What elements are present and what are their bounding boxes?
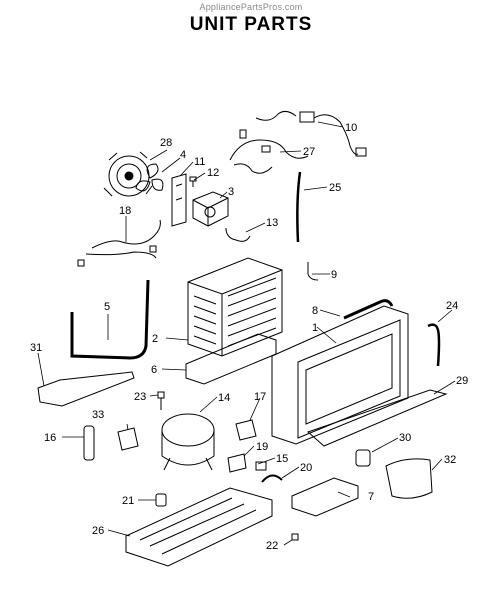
- part-1-evaporator-housing: [271, 305, 409, 445]
- callout-10: 10: [345, 122, 357, 134]
- callout-25: 25: [329, 182, 341, 194]
- callout-labels: 1 2 3 4 5 6 7 8 9 10 11 12 13 14 15 16 1…: [30, 122, 468, 552]
- callout-12: 12: [207, 167, 219, 179]
- part-9-thermistor: [307, 262, 319, 281]
- part-28-fan-shroud: [103, 151, 153, 197]
- part-16-filter-drier: [83, 425, 95, 461]
- callout-23: 23: [134, 391, 146, 403]
- callout-17: 17: [254, 391, 266, 403]
- part-7-tray: [291, 477, 359, 517]
- part-25-tube: [296, 171, 302, 243]
- callout-32: 32: [444, 454, 456, 466]
- callout-16: 16: [44, 432, 56, 444]
- callout-24: 24: [446, 300, 458, 312]
- callout-26: 26: [92, 525, 104, 537]
- part-12-screw: [189, 176, 197, 187]
- callout-7: 7: [368, 491, 374, 503]
- callout-9: 9: [331, 269, 337, 281]
- callout-30: 30: [399, 432, 411, 444]
- callout-2: 2: [152, 333, 158, 345]
- part-31-drain-trough: [37, 371, 135, 407]
- callout-27: 27: [303, 146, 315, 158]
- part-32-drain-pan: [385, 458, 433, 499]
- callout-28: 28: [160, 137, 172, 149]
- part-20-hose: [261, 474, 283, 483]
- callout-13: 13: [266, 217, 278, 229]
- callout-1: 1: [312, 322, 318, 334]
- callout-21: 21: [122, 495, 134, 507]
- part-27-wire-harness: [229, 110, 309, 174]
- callout-15: 15: [276, 453, 288, 465]
- callout-6: 6: [151, 364, 157, 376]
- watermark: AppliancePartsPros.com: [199, 2, 303, 12]
- callout-29: 29: [456, 375, 468, 387]
- callout-18: 18: [119, 205, 131, 217]
- part-21-grommet: [155, 493, 167, 507]
- callout-4: 4: [180, 149, 186, 161]
- callout-11: 11: [194, 156, 205, 168]
- part-5-drain-tube: [70, 279, 150, 360]
- part-11-bracket: [171, 173, 187, 227]
- part-18-harness: [77, 219, 161, 267]
- part-30-grommet: [355, 449, 371, 467]
- part-26-base: [125, 487, 273, 567]
- part-2-condenser: [187, 257, 283, 357]
- part-19-overload: [227, 453, 247, 473]
- part-8-gasket: [343, 299, 394, 320]
- callout-19: 19: [256, 441, 268, 453]
- callout-14: 14: [218, 392, 230, 404]
- callout-8: 8: [312, 305, 318, 317]
- callout-22: 22: [266, 540, 278, 552]
- callout-20: 20: [300, 462, 312, 474]
- callout-33: 33: [92, 409, 104, 421]
- part-23-screw: [157, 391, 165, 410]
- part-17-relay: [235, 419, 257, 441]
- part-10-wire-harness: [299, 111, 367, 157]
- part-14-compressor: [161, 413, 215, 471]
- part-24-bracket: [427, 323, 441, 367]
- part-22-screw: [291, 533, 299, 541]
- part-33-pad: [117, 427, 139, 451]
- part-3-fan-motor: [192, 191, 229, 227]
- part-29-panel: [307, 389, 448, 447]
- leader-lines: [37, 121, 456, 546]
- callout-3: 3: [228, 186, 234, 198]
- page-title: UNIT PARTS: [189, 14, 313, 35]
- callout-31: 31: [30, 342, 42, 354]
- part-4-fan-blade: [135, 163, 164, 192]
- callout-5: 5: [104, 301, 110, 313]
- part-13-sensor: [225, 227, 251, 242]
- part-6-base-shield: [185, 333, 277, 385]
